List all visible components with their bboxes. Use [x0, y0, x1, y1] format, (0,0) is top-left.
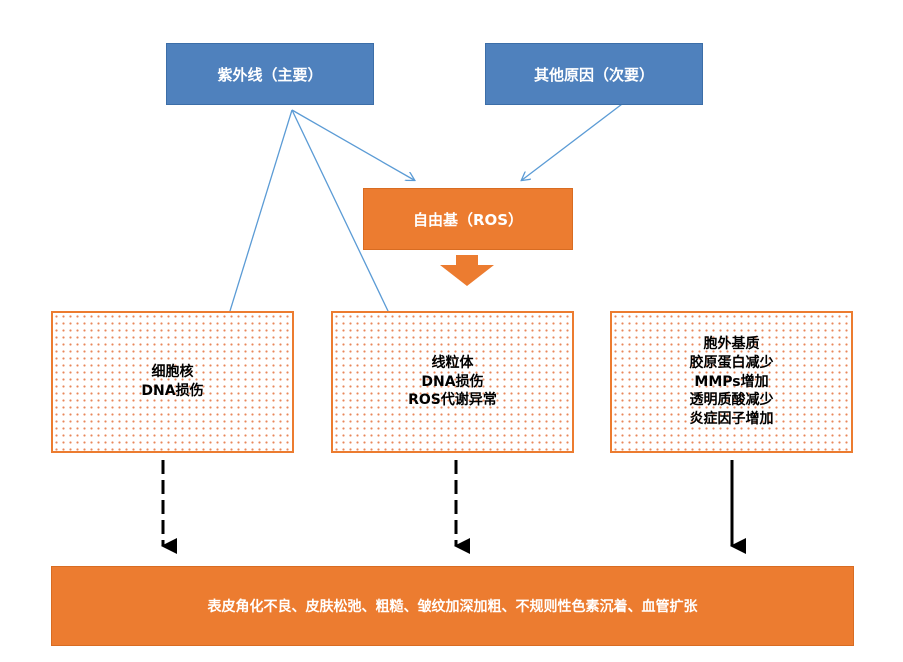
- ros-down-arrow: [440, 255, 494, 286]
- uv-to-ros-arrow: [291, 109, 414, 180]
- ecm-line-5: 炎症因子增加: [689, 411, 774, 428]
- mito-line-2: DNA损伤: [421, 373, 484, 390]
- outcome-label: 表皮角化不良、皮肤松弛、粗糙、皱纹加深加粗、不规则性色素沉着、血管扩张: [207, 599, 698, 615]
- other-to-ros-arrow: [522, 97, 631, 180]
- ros-box: 自由基（ROS）: [363, 188, 573, 250]
- nucleus-box: 细胞核 DNA损伤: [51, 311, 294, 453]
- ecm-line-2: 胶原蛋白减少: [689, 354, 774, 371]
- ecm-title: 胞外基质: [703, 335, 760, 352]
- uv-primary-box: 紫外线（主要）: [166, 43, 374, 105]
- other-causes-label: 其他原因（次要）: [533, 65, 654, 84]
- ecm-box: 胞外基质 胶原蛋白减少 MMPs增加 透明质酸减少 炎症因子增加: [610, 311, 853, 453]
- other-causes-box: 其他原因（次要）: [485, 43, 703, 105]
- mito-title: 线粒体: [431, 354, 474, 371]
- nucleus-title: 细胞核: [151, 364, 194, 381]
- nucleus-line-2: DNA损伤: [141, 383, 204, 399]
- mito-line-3: ROS代谢异常: [408, 392, 497, 409]
- mitochondria-box: 线粒体 DNA损伤 ROS代谢异常: [331, 311, 574, 453]
- ros-label: 自由基（ROS）: [412, 210, 524, 229]
- uv-primary-label: 紫外线（主要）: [217, 65, 323, 84]
- ecm-line-3: MMPs增加: [694, 373, 769, 390]
- outcome-box: 表皮角化不良、皮肤松弛、粗糙、皱纹加深加粗、不规则性色素沉着、血管扩张: [51, 566, 854, 646]
- ecm-line-4: 透明质酸减少: [689, 392, 774, 409]
